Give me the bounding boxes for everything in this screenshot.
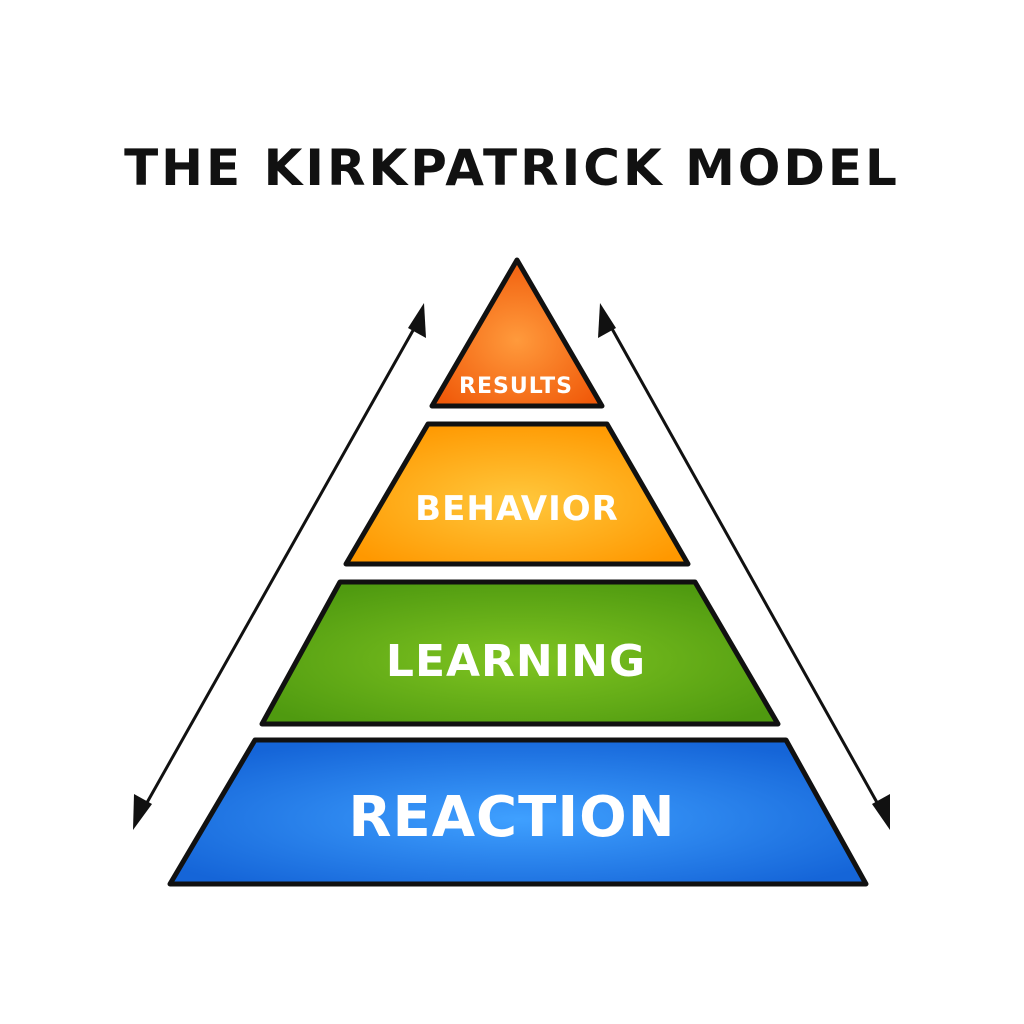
left-double-arrow [133,303,426,830]
tier-behavior-shape [343,421,691,567]
right-arrow-head-bottom [872,794,890,830]
tier-reaction-label: REACTION [348,785,675,850]
tier-reaction: REACTION [167,737,869,887]
right-arrow-head-top [598,303,616,338]
tier-results-label: RESULTS [459,374,573,399]
right-double-arrow [598,303,890,830]
left-arrow-head-bottom [133,794,152,830]
tier-learning: LEARNING [259,579,781,727]
tier-behavior: BEHAVIOR [343,421,691,567]
tier-learning-shape [259,579,781,727]
tier-results-shape [429,257,605,409]
left-arrow-head-top [408,303,426,338]
tier-learning-label: LEARNING [386,636,646,687]
diagram-title: THE KIRKPATRICK MODEL [124,139,900,197]
tier-reaction-shape [167,737,869,887]
tier-results: RESULTS [429,257,605,409]
tier-behavior-label: BEHAVIOR [415,489,619,529]
